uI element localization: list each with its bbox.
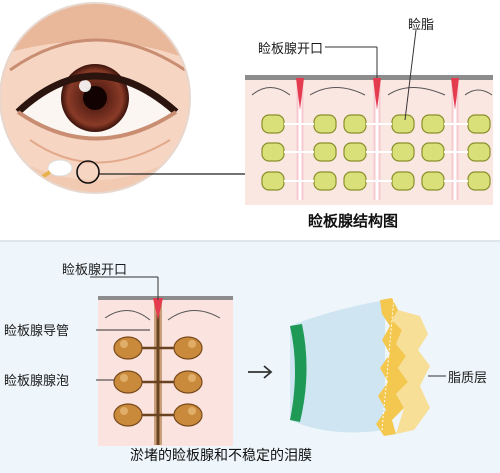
gland-opening-highlight: [76, 160, 100, 184]
eye-illustration: [0, 3, 190, 193]
arrow-right-icon: [248, 365, 273, 379]
gland-structure-illustration: [0, 2, 493, 205]
label-gland-acinus: 睑板腺腺泡: [4, 374, 70, 389]
label-gland-duct: 睑板腺导管: [4, 324, 70, 339]
blocked-gland-panel: 睑板腺开口 睑板腺导管 睑板腺腺泡 脂质层 淤堵的睑板腺和不稳定的泪膜: [0, 240, 500, 473]
blocked-gland-title: 淤堵的睑板腺和不稳定的泪膜: [130, 448, 312, 464]
tear-film-illustration: [290, 297, 430, 436]
blocked-gland-illustration: [0, 240, 500, 473]
label-lipid-layer: 脂质层: [448, 371, 488, 386]
label-lipid: 睑脂: [408, 18, 435, 33]
label-gland-opening-bottom: 睑板腺开口: [62, 263, 128, 278]
gland-structure-panel: 睑板腺开口 睑脂 睑板腺结构图: [0, 2, 493, 230]
label-gland-opening: 睑板腺开口: [258, 42, 324, 57]
gland-cross-section: [245, 75, 493, 205]
gland-structure-title: 睑板腺结构图: [308, 212, 399, 230]
